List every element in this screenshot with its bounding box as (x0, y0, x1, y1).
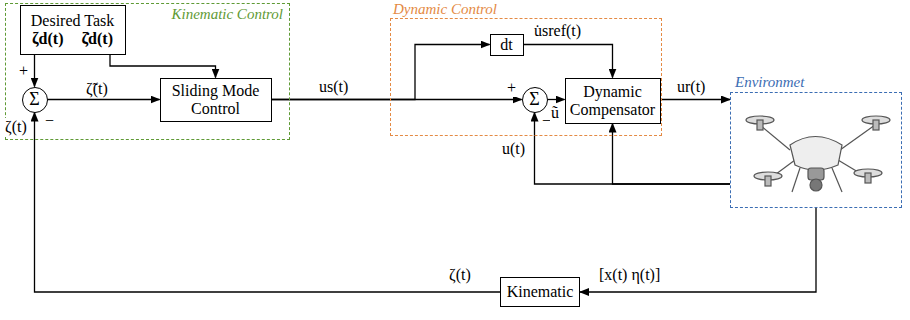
signal-text: ζd(t) ζ̇d(t) (32, 30, 113, 48)
process-box: Dynamic Compensator (565, 78, 661, 124)
signal-arrow (34, 55, 35, 87)
signal-label: ur(t) (676, 78, 706, 96)
process-box: Kinematic (500, 277, 580, 307)
signal-label: us(t) (318, 78, 349, 96)
uav-drawing (746, 116, 890, 192)
uav-leg (792, 168, 800, 192)
signal-label: ζ̃(t) (85, 80, 109, 98)
summing-junction: Σ (522, 87, 548, 113)
node-text: Dynamic Compensator (570, 83, 656, 118)
node-text: Sliding Mode Control (165, 82, 267, 117)
signal-arrow (48, 99, 160, 100)
uav-motor (765, 176, 771, 186)
control-region: Environmet (730, 92, 902, 208)
signal-label: u̇sref(t) (533, 22, 582, 40)
uav-arm (760, 125, 790, 150)
node-text: Desired Task (31, 12, 114, 30)
sign-label: ζ(t) (4, 118, 28, 136)
signal-arrow (613, 124, 731, 185)
signal-arrow (524, 45, 613, 78)
region-title: Environmet (735, 74, 804, 91)
signal-arrow (548, 99, 565, 100)
signal-arrow (661, 99, 731, 100)
signal-label: [x(t) η(t)] (598, 266, 661, 284)
uav-body (790, 137, 842, 171)
uav-gimbal (808, 168, 824, 180)
uav-motor (757, 120, 763, 130)
signal-arrow (110, 55, 216, 78)
signal-arrow (580, 208, 816, 292)
node-text: Σ (29, 89, 39, 110)
uav-leg (832, 168, 842, 192)
uav-motor (865, 173, 871, 183)
sign-label: + (506, 79, 517, 97)
uav-motor (873, 120, 879, 130)
process-box: Desired Taskζd(t) ζ̇d(t) (20, 5, 126, 55)
process-box: Sliding Mode Control (160, 78, 272, 122)
control-region: Dynamic ControldtΣDynamic Compensator (390, 18, 662, 136)
region-title: Dynamic Control (393, 1, 497, 18)
uav-camera (810, 179, 822, 191)
node-text: Σ (529, 89, 539, 110)
signal-arrow (272, 45, 490, 100)
uav-arm (840, 125, 875, 150)
signal-label: u(t) (501, 140, 526, 158)
node-text: dt (500, 36, 512, 54)
process-box: dt (490, 34, 524, 56)
signal-label: ũ (550, 104, 560, 122)
signal-label: ζ(t) (448, 266, 472, 284)
region-title: Kinematic Control (171, 6, 283, 23)
sign-label: − (44, 112, 55, 130)
summing-junction: Σ (22, 87, 48, 113)
node-text: Kinematic (507, 283, 574, 301)
sign-label: + (18, 62, 29, 80)
